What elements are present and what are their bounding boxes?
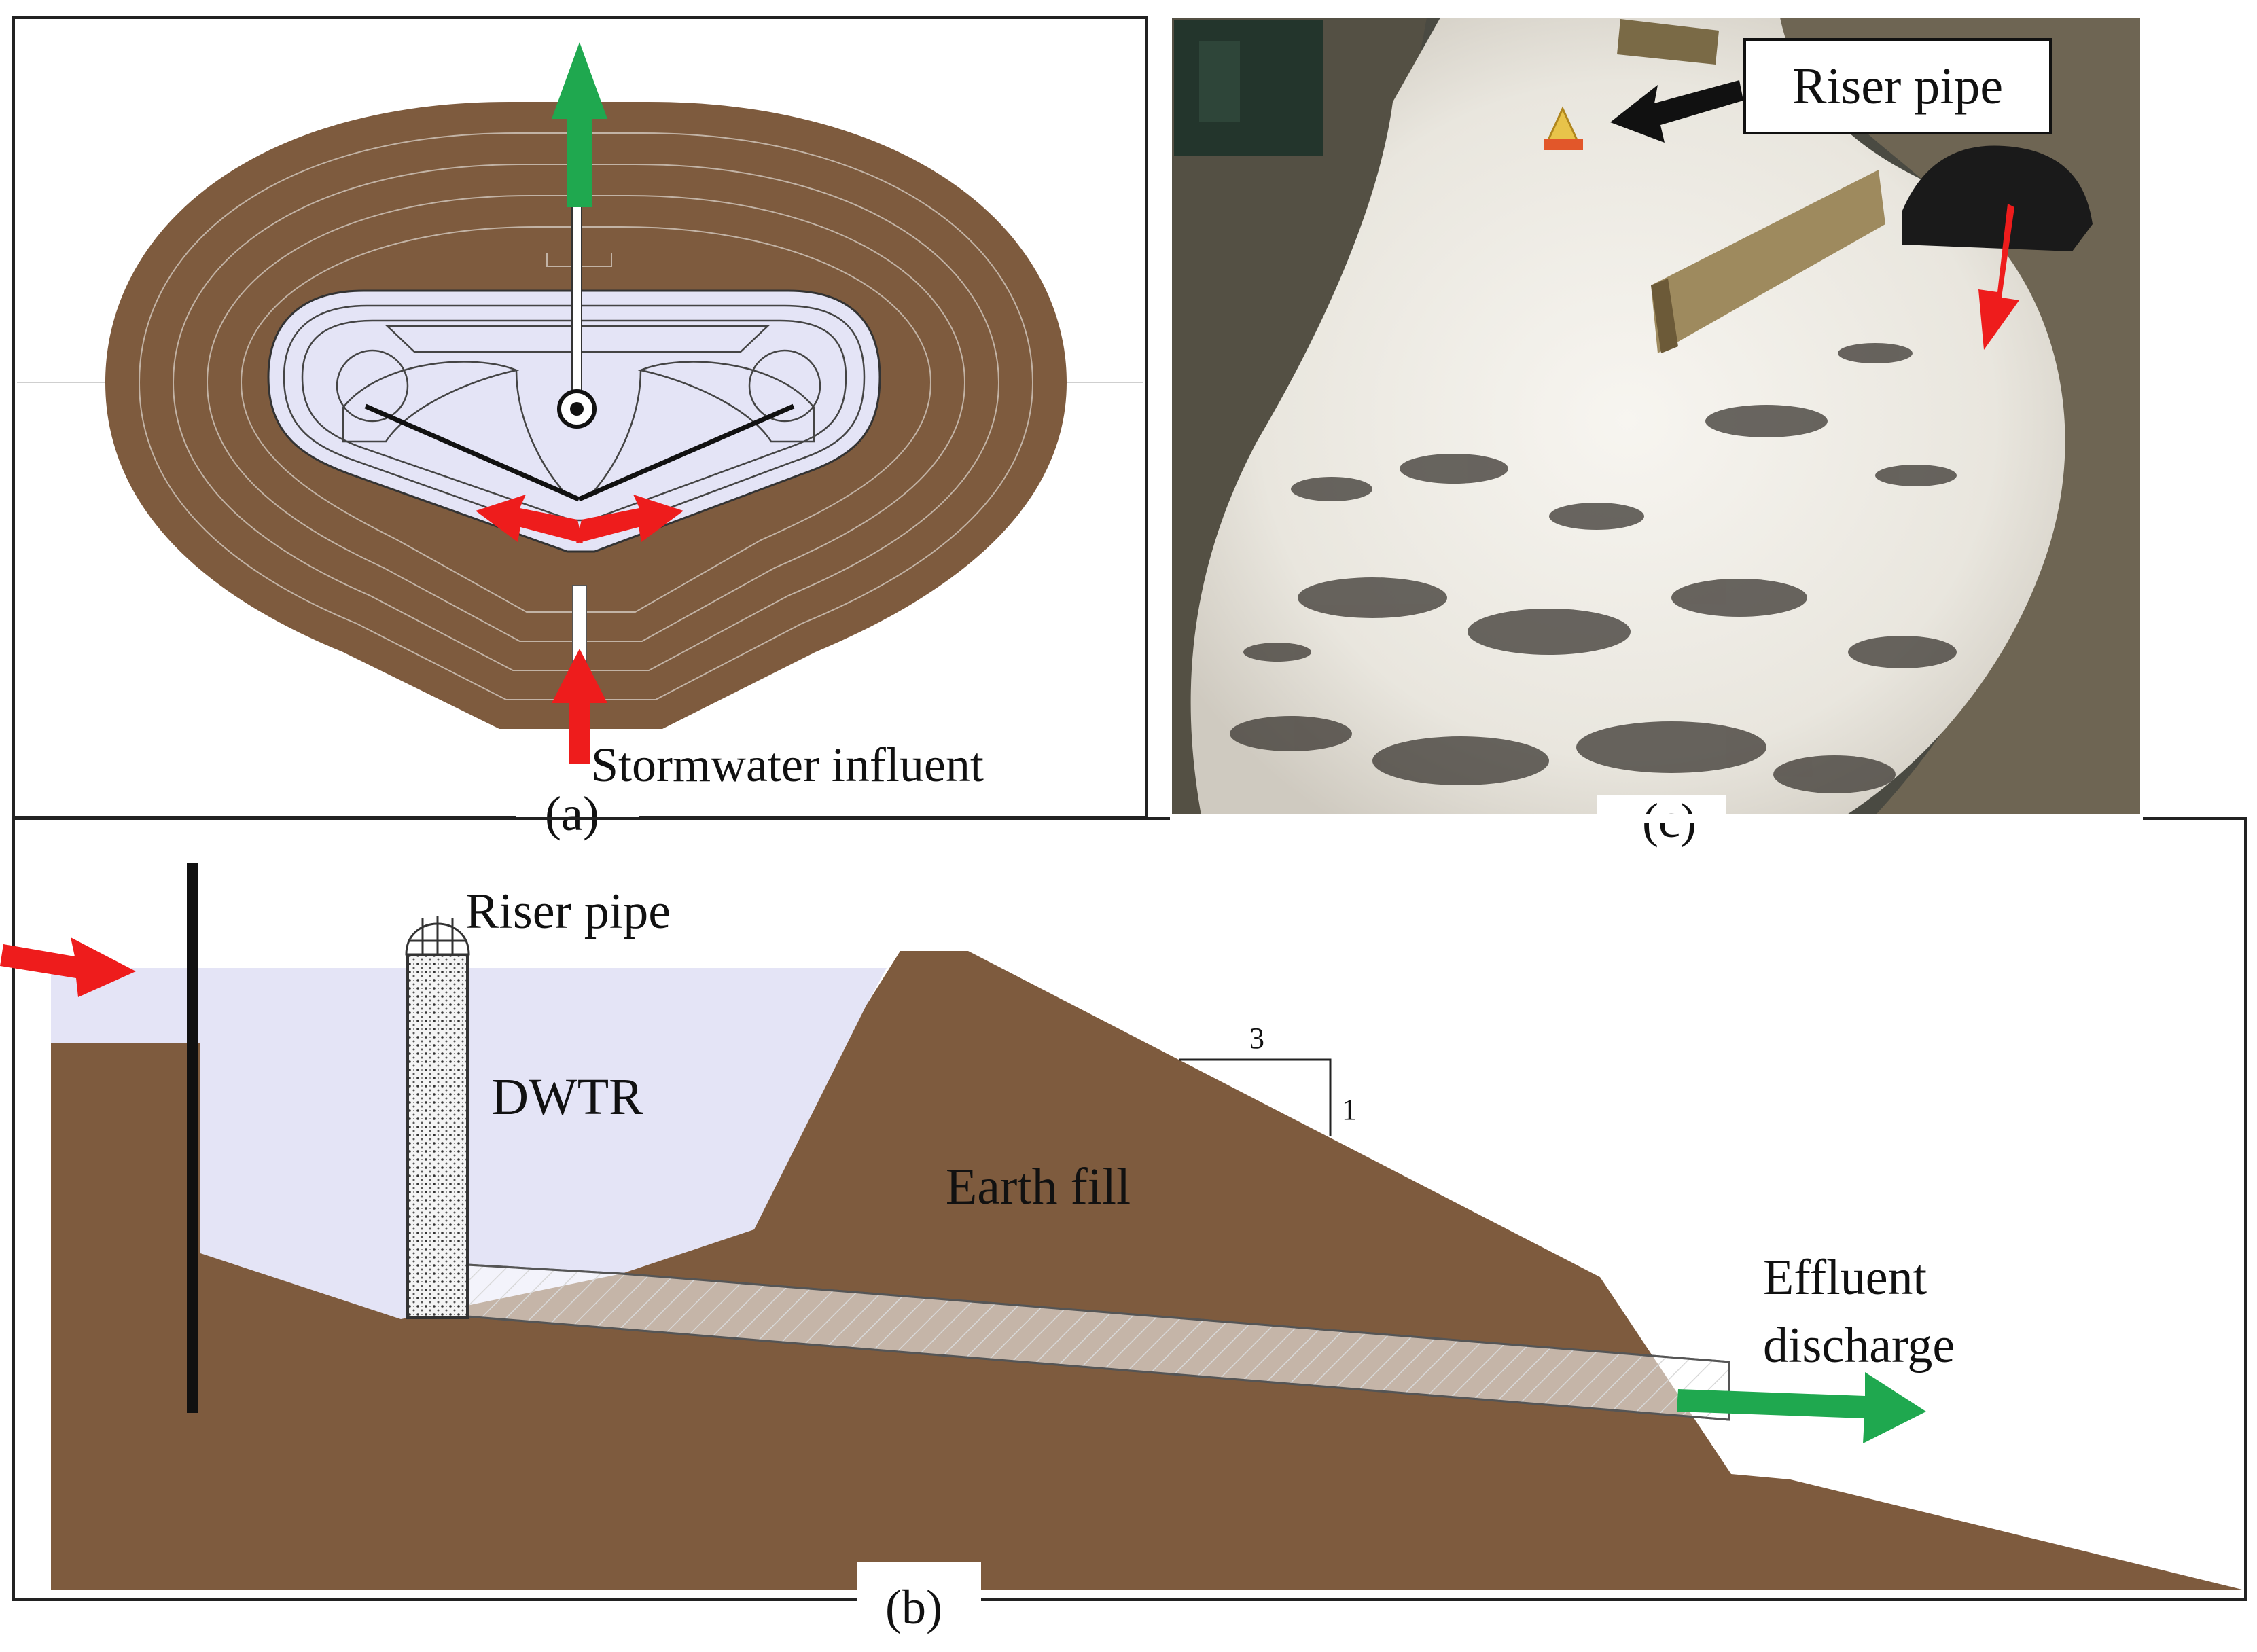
panel-b-label-box [857,1562,981,1638]
riser-pipe-plan-core [570,402,584,416]
dwtr-label: DWTR [491,1069,643,1126]
sheet-pile-wall [187,863,198,1413]
slope-rise-label: 1 [1342,1093,1357,1126]
wooden-board-top [1617,19,1719,65]
basin-detail [283,304,866,538]
panel-b-frame-mask [1170,814,2143,823]
outflow-arrow-up [552,42,607,207]
photo-flow-arrow [1978,204,2019,350]
earth-fill-section [51,951,2242,1590]
utility-box [1174,20,1323,156]
distribution-arrow-left [476,495,583,543]
inflow-label: Stormwater influent [591,738,984,792]
callout-arrow [1610,80,1743,143]
panel-b-frame [12,817,2247,1601]
wooden-board-edge [1651,279,1678,353]
utility-box-door [1199,41,1240,122]
panel-a-label: (a) [545,787,599,841]
inflow-arrow-section [0,937,136,997]
riser-base-photo [1544,139,1583,150]
distribution-arrow-right [576,495,683,543]
callout-box [1743,38,2052,134]
panel-c-label-bg [1597,795,1726,855]
rock-texture [1230,343,1957,793]
effluent-label-line1: Effluent [1763,1250,1927,1306]
effluent-arrow [1677,1372,1926,1443]
slope-indicator [1179,1058,1332,1136]
outlet-pipe-section-fill [467,1265,1729,1420]
slope-run-label: 3 [1249,1022,1264,1055]
panel-b-label: (b) [885,1580,942,1634]
panel-b: 3 1 Riser pipe DWTR Earth fill Effluent … [0,814,2247,1638]
earth-fill-label: Earth fill [946,1158,1131,1215]
panel-c: Riser pipe (c) [1172,18,2140,855]
riser-pipe-label: Riser pipe [465,884,671,939]
riser-pipe-cap [405,916,470,956]
diversion-wall-left [364,403,580,502]
riser-callout-text: Riser pipe [1792,58,2003,115]
effluent-label-line2: discharge [1763,1318,1955,1373]
panel-a: Stormwater influent (a) [12,16,1148,846]
riser-pipe-section [406,953,469,1319]
berm-contours [138,132,1034,700]
wooden-board [1651,170,1885,353]
diversion-wall-right [577,403,795,502]
outlet-culvert-photo [1902,145,2093,251]
inflow-arrow-plan [552,649,607,764]
outlet-pipe-plan [571,203,582,401]
